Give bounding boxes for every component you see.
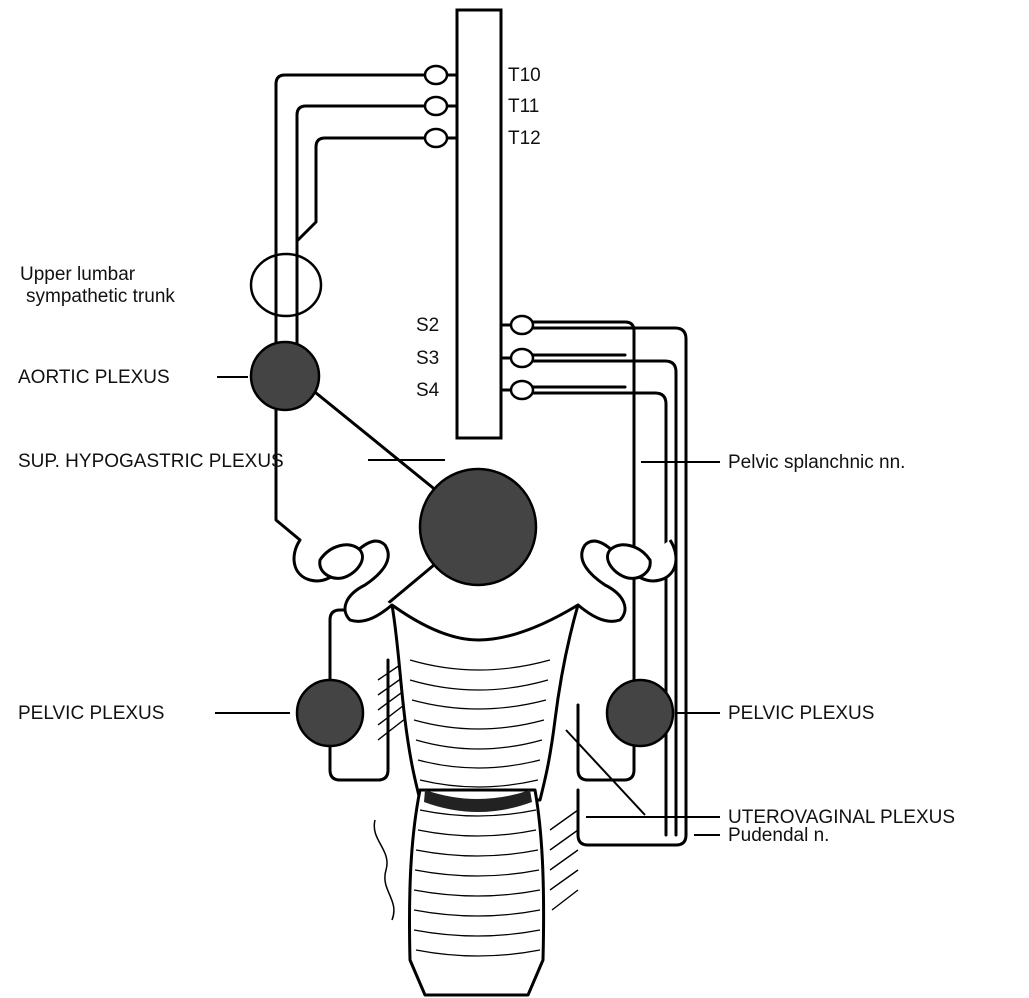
ganglion-t10 (425, 66, 447, 84)
label-t11: T11 (508, 96, 539, 117)
label-s2: S2 (416, 315, 439, 336)
ganglion-s3 (511, 349, 533, 367)
label-aortic-plexus: AORTIC PLEXUS (18, 367, 170, 388)
superior-hypogastric-plexus (420, 469, 536, 585)
pelvic-plexus-left (297, 680, 363, 746)
ganglion-t12 (425, 129, 447, 147)
label-t10: T10 (508, 65, 541, 86)
upper-lumbar-trunk-ring (251, 254, 321, 316)
label-sup-hypogastric-plexus: SUP. HYPOGASTRIC PLEXUS (18, 451, 284, 472)
spinal-cord (457, 10, 501, 438)
label-upper-lumbar-line2: sympathetic trunk (26, 286, 175, 307)
artist-signature (374, 820, 394, 920)
label-t12: T12 (508, 128, 541, 149)
label-s3: S3 (416, 348, 439, 369)
label-s4: S4 (416, 380, 440, 401)
uterine-hatch-right (550, 810, 578, 910)
uterus-illustration (294, 540, 676, 995)
aortic-plexus (251, 342, 319, 410)
ganglion-t11 (425, 97, 447, 115)
label-pudendal: Pudendal n. (728, 825, 829, 846)
label-pelvic-plexus-right: PELVIC PLEXUS (728, 703, 874, 724)
label-upper-lumbar-line1: Upper lumbar (20, 264, 136, 285)
ganglion-s2 (511, 316, 533, 334)
label-pelvic-splanchnic: Pelvic splanchnic nn. (728, 452, 905, 473)
label-pelvic-plexus-left: PELVIC PLEXUS (18, 703, 164, 724)
ganglion-s4 (511, 381, 533, 399)
pelvic-plexus-right (607, 680, 673, 746)
